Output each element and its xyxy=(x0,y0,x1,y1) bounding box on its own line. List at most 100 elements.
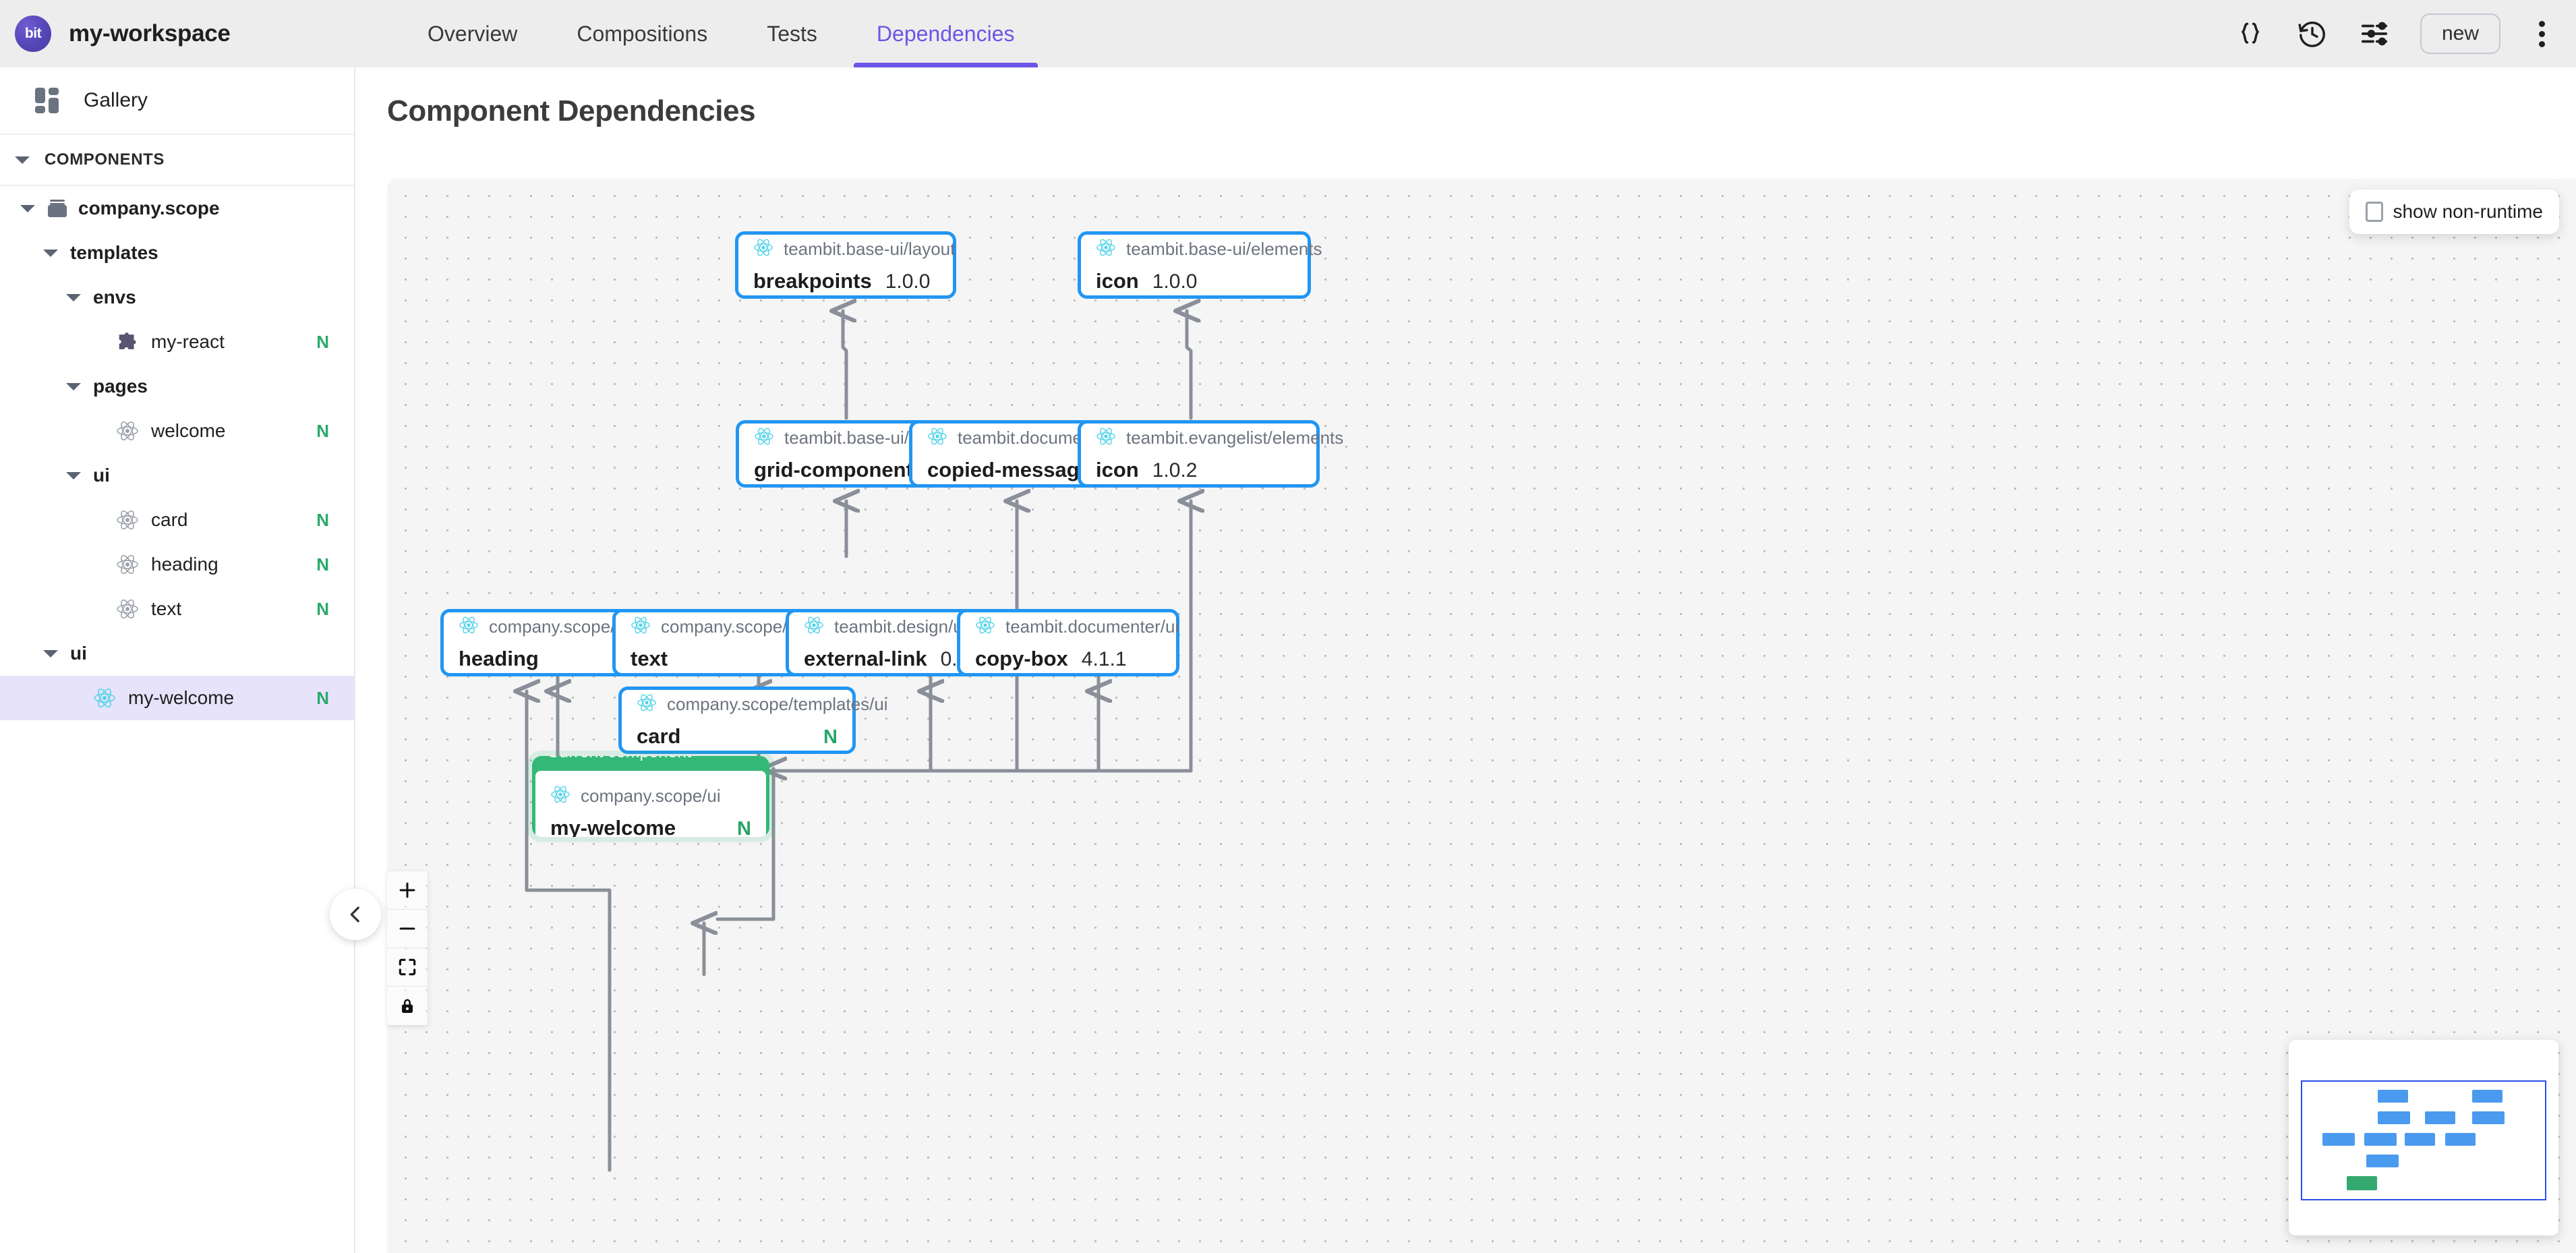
sidebar-item-my-react[interactable]: my-react N xyxy=(0,320,354,364)
sidebar-item-company-scope[interactable]: company.scope xyxy=(0,186,354,231)
minimap-node xyxy=(2366,1155,2399,1167)
node-version: 1.0.0 xyxy=(885,270,931,293)
sidebar-item-label: templates xyxy=(70,242,158,263)
sidebar-item-label: heading xyxy=(151,554,218,575)
chevron-down-icon xyxy=(15,156,30,164)
sidebar-item-label: text xyxy=(151,598,182,619)
node-scope: teambit.base-ui/elements xyxy=(1096,237,1322,261)
node-name: breakpoints xyxy=(753,268,872,293)
sidebar-collapse-button[interactable] xyxy=(330,889,381,940)
sidebar-item-pages[interactable]: pages xyxy=(0,364,354,409)
chevron-down-icon[interactable] xyxy=(66,293,81,301)
sidebar-item-label: my-react xyxy=(151,331,225,352)
sliders-icon[interactable] xyxy=(2358,18,2391,50)
new-badge: N xyxy=(316,509,329,530)
sidebar-item-envs[interactable]: envs xyxy=(0,275,354,320)
node-scope: teambit.base-ui/layout xyxy=(753,237,955,261)
node-name: grid-component xyxy=(754,457,913,482)
main-content: Component Dependencies xyxy=(330,67,2576,1253)
minimap-node xyxy=(2425,1111,2455,1124)
tab-tests[interactable]: Tests xyxy=(767,21,817,46)
sidebar-item-label: my-welcome xyxy=(128,687,235,708)
kebab-dot xyxy=(2538,40,2545,47)
graph-node-breakpoints[interactable]: teambit.base-ui/layout breakpoints 1.0.0 xyxy=(735,231,956,299)
node-name: text xyxy=(631,646,668,670)
show-non-runtime-checkbox[interactable] xyxy=(2366,202,2384,222)
react-icon xyxy=(1096,237,1116,261)
sidebar-item-label: card xyxy=(151,509,188,530)
graph-node-my-welcome[interactable]: Current componentcompany.scope/uimy-welc… xyxy=(532,756,769,837)
node-version: 4.1.1 xyxy=(1081,647,1127,670)
node-title-row: copy-box 4.1.1 xyxy=(975,647,1161,671)
react-icon xyxy=(804,615,824,639)
node-version: 1.0.2 xyxy=(1152,459,1198,482)
minimap-node xyxy=(2405,1133,2435,1146)
chevron-down-icon[interactable] xyxy=(43,249,58,257)
graph-node-grid-component[interactable]: teambit.base-ui/layoutgrid-component1.0.… xyxy=(736,420,972,488)
graph-minimap[interactable] xyxy=(2289,1040,2558,1235)
lock-button[interactable] xyxy=(387,987,428,1025)
chevron-down-icon[interactable] xyxy=(66,382,81,390)
brand-area[interactable]: bit my-workspace xyxy=(0,16,378,52)
minimap-node xyxy=(2322,1133,2355,1146)
new-button[interactable]: new xyxy=(2420,13,2500,54)
sidebar-item-card[interactable]: card N xyxy=(0,498,354,542)
minimap-node xyxy=(2347,1176,2377,1190)
chevron-down-icon[interactable] xyxy=(20,204,35,212)
node-scope-text: teambit.base-ui/layout xyxy=(784,238,956,259)
puzzle-icon xyxy=(116,332,139,352)
react-icon xyxy=(753,237,773,261)
history-icon[interactable] xyxy=(2296,18,2329,50)
react-icon xyxy=(116,508,139,531)
minimap-node xyxy=(2364,1133,2397,1146)
top-bar-actions: new xyxy=(2234,13,2576,54)
bit-logo: bit xyxy=(15,16,51,52)
node-new-badge: N xyxy=(823,726,838,748)
kebab-dot xyxy=(2538,30,2545,37)
sidebar-item-gallery[interactable]: Gallery xyxy=(0,67,354,135)
node-title-row: breakpoints 1.0.0 xyxy=(753,269,938,293)
sidebar-item-label: welcome xyxy=(151,420,226,441)
zoom-out-button[interactable] xyxy=(387,910,428,948)
sidebar-item-templates[interactable]: templates xyxy=(0,231,354,275)
components-section-label: COMPONENTS xyxy=(45,150,165,169)
fit-view-button[interactable] xyxy=(387,948,428,987)
chevron-down-icon[interactable] xyxy=(66,471,81,479)
node-scope-text: company.scope/ui xyxy=(581,785,721,806)
react-icon xyxy=(93,687,116,709)
sidebar-item-ui[interactable]: ui xyxy=(0,631,354,676)
node-name: copy-box xyxy=(975,646,1068,670)
main-tabs: Overview Compositions Tests Dependencies xyxy=(398,0,1045,67)
kebab-menu-icon[interactable] xyxy=(2530,20,2553,47)
chevron-down-icon[interactable] xyxy=(43,649,58,658)
sidebar-item-my-welcome[interactable]: my-welcome N xyxy=(0,676,354,720)
zoom-in-button[interactable] xyxy=(387,871,428,910)
react-icon xyxy=(1096,426,1116,450)
new-badge: N xyxy=(316,687,329,708)
tab-dependencies[interactable]: Dependencies xyxy=(847,0,1045,67)
minimap-node xyxy=(2472,1090,2502,1103)
tab-compositions[interactable]: Compositions xyxy=(577,21,708,46)
node-scope: teambit.design/ui xyxy=(804,615,990,639)
code-braces-icon[interactable] xyxy=(2234,18,2266,50)
sidebar-item-ui[interactable]: ui xyxy=(0,453,354,498)
new-badge: N xyxy=(316,331,329,352)
tab-overview[interactable]: Overview xyxy=(428,21,518,46)
minimap-viewport[interactable] xyxy=(2301,1080,2546,1200)
components-section-header[interactable]: COMPONENTS xyxy=(0,135,354,186)
show-non-runtime-toggle[interactable]: show non-runtime xyxy=(2349,190,2559,234)
